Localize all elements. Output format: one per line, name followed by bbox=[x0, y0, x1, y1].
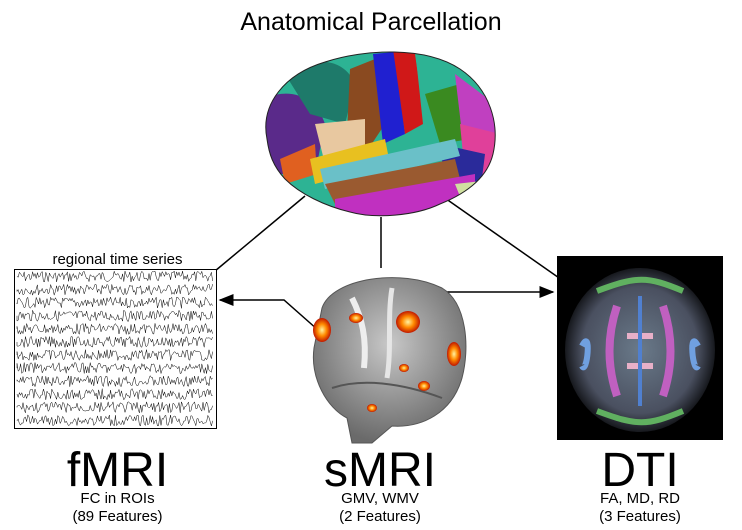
time-series-line bbox=[16, 270, 213, 283]
dti-brain-image bbox=[557, 256, 723, 440]
smri-heading: sMRI bbox=[324, 444, 436, 497]
fmri-heading: fMRI bbox=[66, 444, 169, 497]
arrow-to-fmri bbox=[218, 294, 319, 331]
connector-left bbox=[214, 195, 306, 272]
time-series-line bbox=[16, 348, 213, 362]
smri-feature-count: (2 Features) bbox=[339, 508, 421, 525]
time-series-panel bbox=[14, 269, 217, 429]
time-series-line bbox=[16, 335, 213, 348]
dti-feature-count: (3 Features) bbox=[599, 508, 681, 525]
time-series-line bbox=[16, 414, 213, 427]
parcellated-brain-image bbox=[265, 51, 496, 217]
time-series-plot bbox=[16, 270, 213, 427]
dti-heading: DTI bbox=[601, 444, 679, 497]
smri-brain-image bbox=[312, 277, 467, 444]
fmri-subtitle: FC in ROIs bbox=[80, 490, 155, 507]
time-series-line bbox=[16, 374, 213, 388]
dti-subtitle: FA, MD, RD bbox=[599, 490, 680, 507]
time-series-line bbox=[16, 400, 213, 414]
time-series-line bbox=[16, 283, 213, 297]
diagram-title: Anatomical Parcellation bbox=[240, 8, 502, 36]
time-series-label: regional time series bbox=[52, 251, 183, 268]
time-series-line bbox=[16, 388, 213, 401]
smri-subtitle: GMV, WMV bbox=[341, 490, 419, 507]
fmri-feature-count: (89 Features) bbox=[72, 508, 163, 525]
time-series-line bbox=[16, 309, 213, 323]
connector-right bbox=[441, 195, 563, 281]
time-series-line bbox=[16, 322, 213, 335]
time-series-line bbox=[16, 361, 213, 374]
time-series-line bbox=[16, 296, 213, 309]
